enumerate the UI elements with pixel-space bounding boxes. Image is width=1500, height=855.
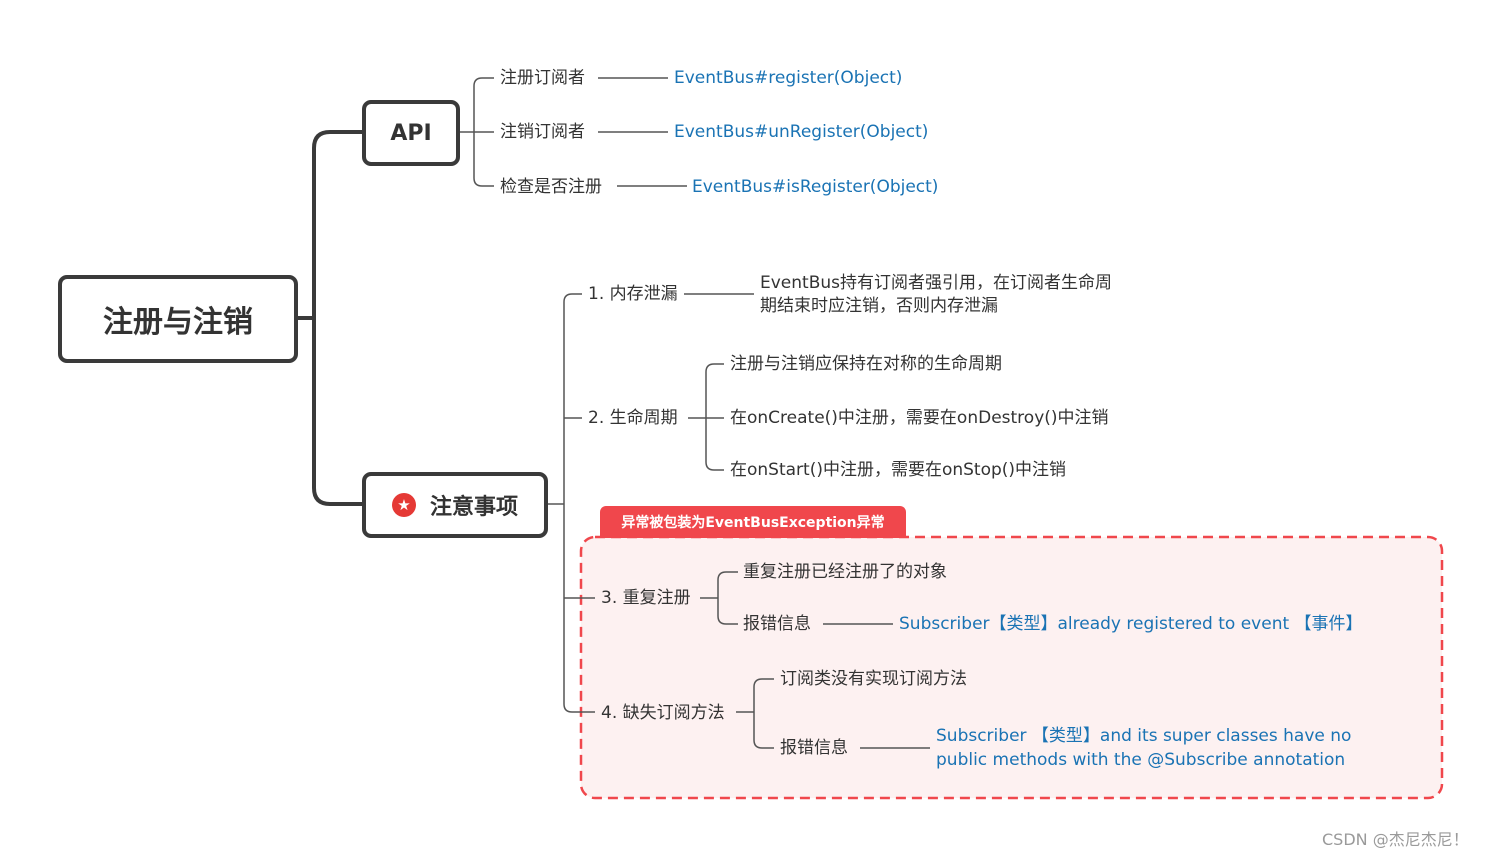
api-item-unregister-label: 注销订阅者 (500, 122, 585, 142)
duplicate-register-desc: 重复注册已经注册了的对象 (743, 562, 947, 582)
lifecycle-item: 在onCreate()中注册，需要在onDestroy()中注销 (730, 408, 1109, 428)
lifecycle-item: 在onStart()中注册，需要在onStop()中注销 (730, 460, 1067, 480)
exception-badge: 异常被包装为EventBusException异常 (600, 506, 906, 538)
duplicate-error-value: Subscriber【类型】already registered to even… (899, 614, 1363, 634)
memory-leak-label: 1. 内存泄漏 (588, 284, 678, 304)
api-item-isregister-value: EventBus#isRegister(Object) (692, 177, 939, 197)
missing-error-line2: public methods with the @Subscribe annot… (936, 750, 1346, 770)
memory-leak-desc-line1: EventBus持有订阅者强引用，在订阅者生命周 (760, 273, 1112, 293)
missing-method-desc: 订阅类没有实现订阅方法 (780, 669, 967, 689)
lifecycle-item: 注册与注销应保持在对称的生命周期 (730, 354, 1002, 374)
api-item-isregister-label: 检查是否注册 (500, 177, 602, 197)
api-item-unregister-value: EventBus#unRegister(Object) (674, 122, 929, 142)
missing-error-label: 报错信息 (780, 738, 848, 758)
notes-label: 注意事项 (429, 495, 518, 520)
duplicate-register-label: 3. 重复注册 (601, 588, 691, 608)
memory-leak-desc-line2: 期结束时应注销，否则内存泄漏 (760, 296, 998, 316)
root-label: 注册与注销 (103, 305, 253, 340)
api-item-register-label: 注册订阅者 (500, 68, 585, 88)
star-icon: ★ (391, 493, 416, 517)
api-item-register-value: EventBus#register(Object) (674, 68, 903, 88)
exception-frame (579, 535, 1444, 800)
root-node[interactable]: 注册与注销 (58, 275, 298, 363)
api-node[interactable]: API (362, 100, 460, 166)
duplicate-error-label: 报错信息 (743, 614, 811, 634)
api-label: API (390, 120, 432, 146)
watermark: CSDN @杰尼杰尼！ (1322, 830, 1469, 849)
lifecycle-label: 2. 生命周期 (588, 408, 678, 428)
notes-node[interactable]: ★ 注意事项 (362, 472, 548, 538)
missing-method-label: 4. 缺失订阅方法 (601, 703, 725, 723)
missing-error-line1: Subscriber 【类型】and its super classes hav… (936, 726, 1352, 746)
